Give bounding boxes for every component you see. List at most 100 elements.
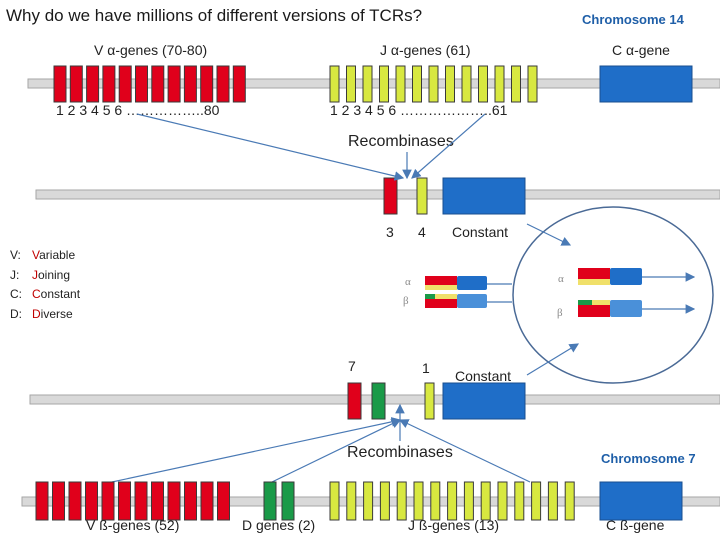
c-beta-gene-block bbox=[599, 481, 683, 521]
magnification-circle bbox=[512, 206, 714, 384]
legend-variable: V:Variable bbox=[10, 248, 76, 262]
v-alpha-genes-label: V α-genes (70-80) bbox=[94, 42, 208, 58]
v-beta-gene-segment bbox=[52, 481, 65, 521]
j-alpha-gene-segment bbox=[461, 65, 472, 103]
alpha-recombinases-label: Recombinases bbox=[348, 133, 454, 150]
beta-rearranged-v-number: 7 bbox=[348, 358, 356, 374]
magnified-alpha-j-domain bbox=[578, 279, 610, 285]
d-beta-genes-label: D genes (2) bbox=[242, 517, 316, 533]
v-alpha-gene-segment bbox=[135, 65, 148, 103]
j-beta-gene-segments bbox=[329, 481, 575, 521]
j-beta-gene-segment bbox=[447, 481, 458, 521]
c-alpha-gene-label: C α-gene bbox=[612, 42, 670, 58]
j-beta-gene-segment bbox=[547, 481, 558, 521]
v-alpha-gene-segment bbox=[102, 65, 116, 103]
j-beta-gene-segment bbox=[497, 481, 508, 521]
j-alpha-numbering: 1 2 3 4 5 6 ………………..61 bbox=[330, 102, 508, 118]
j-alpha-gene-segment bbox=[346, 65, 356, 103]
j-beta-gene-segment bbox=[363, 481, 374, 521]
v-alpha-gene-segment bbox=[167, 65, 181, 103]
alpha-to-receptor-arrow bbox=[526, 223, 572, 246]
j-alpha-gene-segment bbox=[527, 65, 538, 103]
beta-rearranged-v-segment bbox=[347, 382, 362, 420]
chromosome-7-label: Chromosome 7 bbox=[601, 451, 696, 466]
j-beta-gene-segment bbox=[564, 481, 575, 521]
v-alpha-gene-segment bbox=[86, 65, 100, 103]
slide-title: Why do we have millions of different ver… bbox=[6, 6, 423, 25]
beta-constant-label: Constant bbox=[455, 368, 512, 384]
j-beta-genes-label: J ß-genes (13) bbox=[408, 517, 500, 533]
v-alpha-gene-segment bbox=[118, 65, 132, 103]
v-beta-genes-label: V ß-genes (52) bbox=[86, 517, 180, 533]
beta-to-receptor-arrow bbox=[526, 343, 580, 376]
beta-j-to-rearranged-arrow bbox=[398, 419, 531, 483]
magnified-alpha-symbol: α bbox=[558, 273, 564, 285]
j-beta-gene-segment bbox=[346, 481, 357, 521]
receptor-beta-d-domain bbox=[425, 294, 435, 299]
receptor-beta-j-domain bbox=[435, 294, 457, 299]
alpha-rearranged-c-block bbox=[442, 177, 526, 215]
chromosome-14-bar bbox=[27, 78, 720, 89]
magnified-beta-v-domain bbox=[578, 305, 610, 317]
beta-v-to-rearranged-arrow bbox=[111, 417, 402, 483]
v-beta-gene-segment bbox=[101, 481, 115, 521]
magnified-alpha-c-domain bbox=[610, 268, 642, 285]
alpha-rearranged-j-segment bbox=[416, 177, 428, 215]
alpha-rearranged-j-number: 4 bbox=[418, 224, 426, 240]
v-alpha-gene-segment bbox=[216, 65, 230, 103]
abbreviation-legend: V:Variable J:Joining C:Constant D:Divers… bbox=[10, 246, 80, 324]
j-alpha-gene-segment bbox=[362, 65, 373, 103]
v-alpha-numbering: 1 2 3 4 5 6 ……………..80 bbox=[56, 102, 220, 118]
j-alpha-gene-segment bbox=[412, 65, 422, 103]
d-beta-gene-segment bbox=[263, 481, 277, 521]
alpha-v-to-rearranged-arrow bbox=[136, 113, 405, 181]
j-beta-gene-segment bbox=[430, 481, 441, 521]
j-alpha-gene-segments bbox=[329, 65, 538, 103]
beta-d-to-rearranged-arrow bbox=[271, 419, 402, 483]
receptor-beta-symbol: β bbox=[403, 295, 409, 307]
j-alpha-gene-segment bbox=[478, 65, 488, 103]
v-beta-gene-segment bbox=[134, 481, 148, 521]
c-alpha-gene-block bbox=[599, 65, 693, 103]
j-alpha-gene-segment bbox=[395, 65, 406, 103]
v-beta-gene-segment bbox=[167, 481, 181, 521]
legend-constant: C:Constant bbox=[10, 287, 81, 301]
v-alpha-gene-segment bbox=[53, 65, 67, 103]
j-beta-gene-segment bbox=[480, 481, 491, 521]
v-beta-gene-segment bbox=[151, 481, 164, 521]
receptor-beta-c-domain bbox=[457, 294, 487, 308]
legend-diverse: D:Diverse bbox=[10, 306, 73, 321]
magnified-alpha-v-domain bbox=[578, 268, 610, 279]
v-beta-gene-segment bbox=[184, 481, 197, 521]
d-beta-gene-segment bbox=[281, 481, 295, 521]
alpha-rearranged-v-number: 3 bbox=[386, 224, 394, 240]
j-alpha-genes-label: J α-genes (61) bbox=[380, 42, 471, 58]
tcr-receptor-magnified: α β bbox=[557, 268, 696, 319]
j-alpha-gene-segment bbox=[329, 65, 340, 103]
v-alpha-gene-segment bbox=[232, 65, 246, 103]
v-alpha-gene-segment bbox=[69, 65, 83, 103]
beta-rearranged-j-segment bbox=[424, 382, 435, 420]
alpha-rearranged-bar bbox=[35, 189, 720, 200]
legend-joining: J:Joining bbox=[10, 267, 71, 282]
j-alpha-gene-segment bbox=[428, 65, 439, 103]
j-beta-gene-segment bbox=[396, 481, 407, 521]
v-beta-gene-segment bbox=[85, 481, 98, 521]
tcr-receptor-illustration: α β bbox=[403, 276, 512, 308]
v-beta-gene-segment bbox=[35, 481, 49, 521]
beta-rearranged-c-block bbox=[442, 382, 526, 420]
magnified-beta-d-domain bbox=[578, 300, 592, 305]
beta-rearranged-j-number: 1 bbox=[422, 360, 430, 376]
receptor-alpha-j-domain bbox=[425, 285, 457, 290]
alpha-j-to-rearranged-arrow bbox=[411, 113, 486, 179]
receptor-alpha-symbol: α bbox=[405, 276, 411, 288]
c-beta-gene-label: C ß-gene bbox=[606, 517, 665, 533]
j-beta-gene-segment bbox=[463, 481, 474, 521]
receptor-alpha-c-domain bbox=[457, 276, 487, 290]
chromosome-14-label: Chromosome 14 bbox=[582, 12, 684, 27]
v-beta-gene-segment bbox=[68, 481, 82, 521]
v-beta-gene-segment bbox=[200, 481, 214, 521]
v-alpha-gene-segment bbox=[183, 65, 197, 103]
j-beta-gene-segment bbox=[531, 481, 542, 521]
j-beta-gene-segment bbox=[329, 481, 340, 521]
